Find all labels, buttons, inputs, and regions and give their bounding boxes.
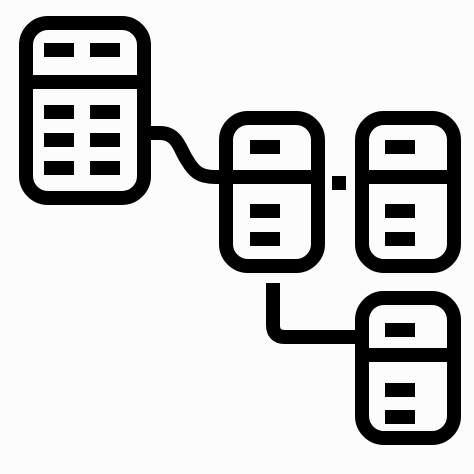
main-server [19, 16, 151, 205]
middle-server [219, 111, 325, 273]
right-server-slot [385, 140, 415, 154]
main-server-slot [90, 161, 120, 175]
right-server-slot [385, 232, 415, 246]
main-server-slot [90, 43, 120, 57]
connector-main-to-middle [144, 126, 226, 184]
main-server-slot [44, 161, 74, 175]
bottom-server-slot [385, 383, 415, 397]
bottom-server [355, 291, 461, 445]
bottom-server-body [355, 291, 461, 445]
bottom-server-slot [385, 323, 415, 337]
right-server-body [355, 111, 461, 273]
main-server-slot [44, 105, 74, 119]
right-server-slot [385, 204, 415, 218]
main-server-slot [90, 133, 120, 147]
middle-server-body [219, 111, 325, 273]
bottom-server-slot [385, 410, 415, 424]
main-server-body [19, 16, 151, 205]
middle-server-slot [250, 232, 280, 246]
main-server-slot [44, 133, 74, 147]
main-server-slot [90, 105, 120, 119]
middle-server-slot [250, 204, 280, 218]
main-server-slot [44, 43, 74, 57]
connector-middle-to-bottom [266, 283, 362, 344]
middle-server-slot [250, 140, 280, 154]
right-server [355, 111, 461, 273]
